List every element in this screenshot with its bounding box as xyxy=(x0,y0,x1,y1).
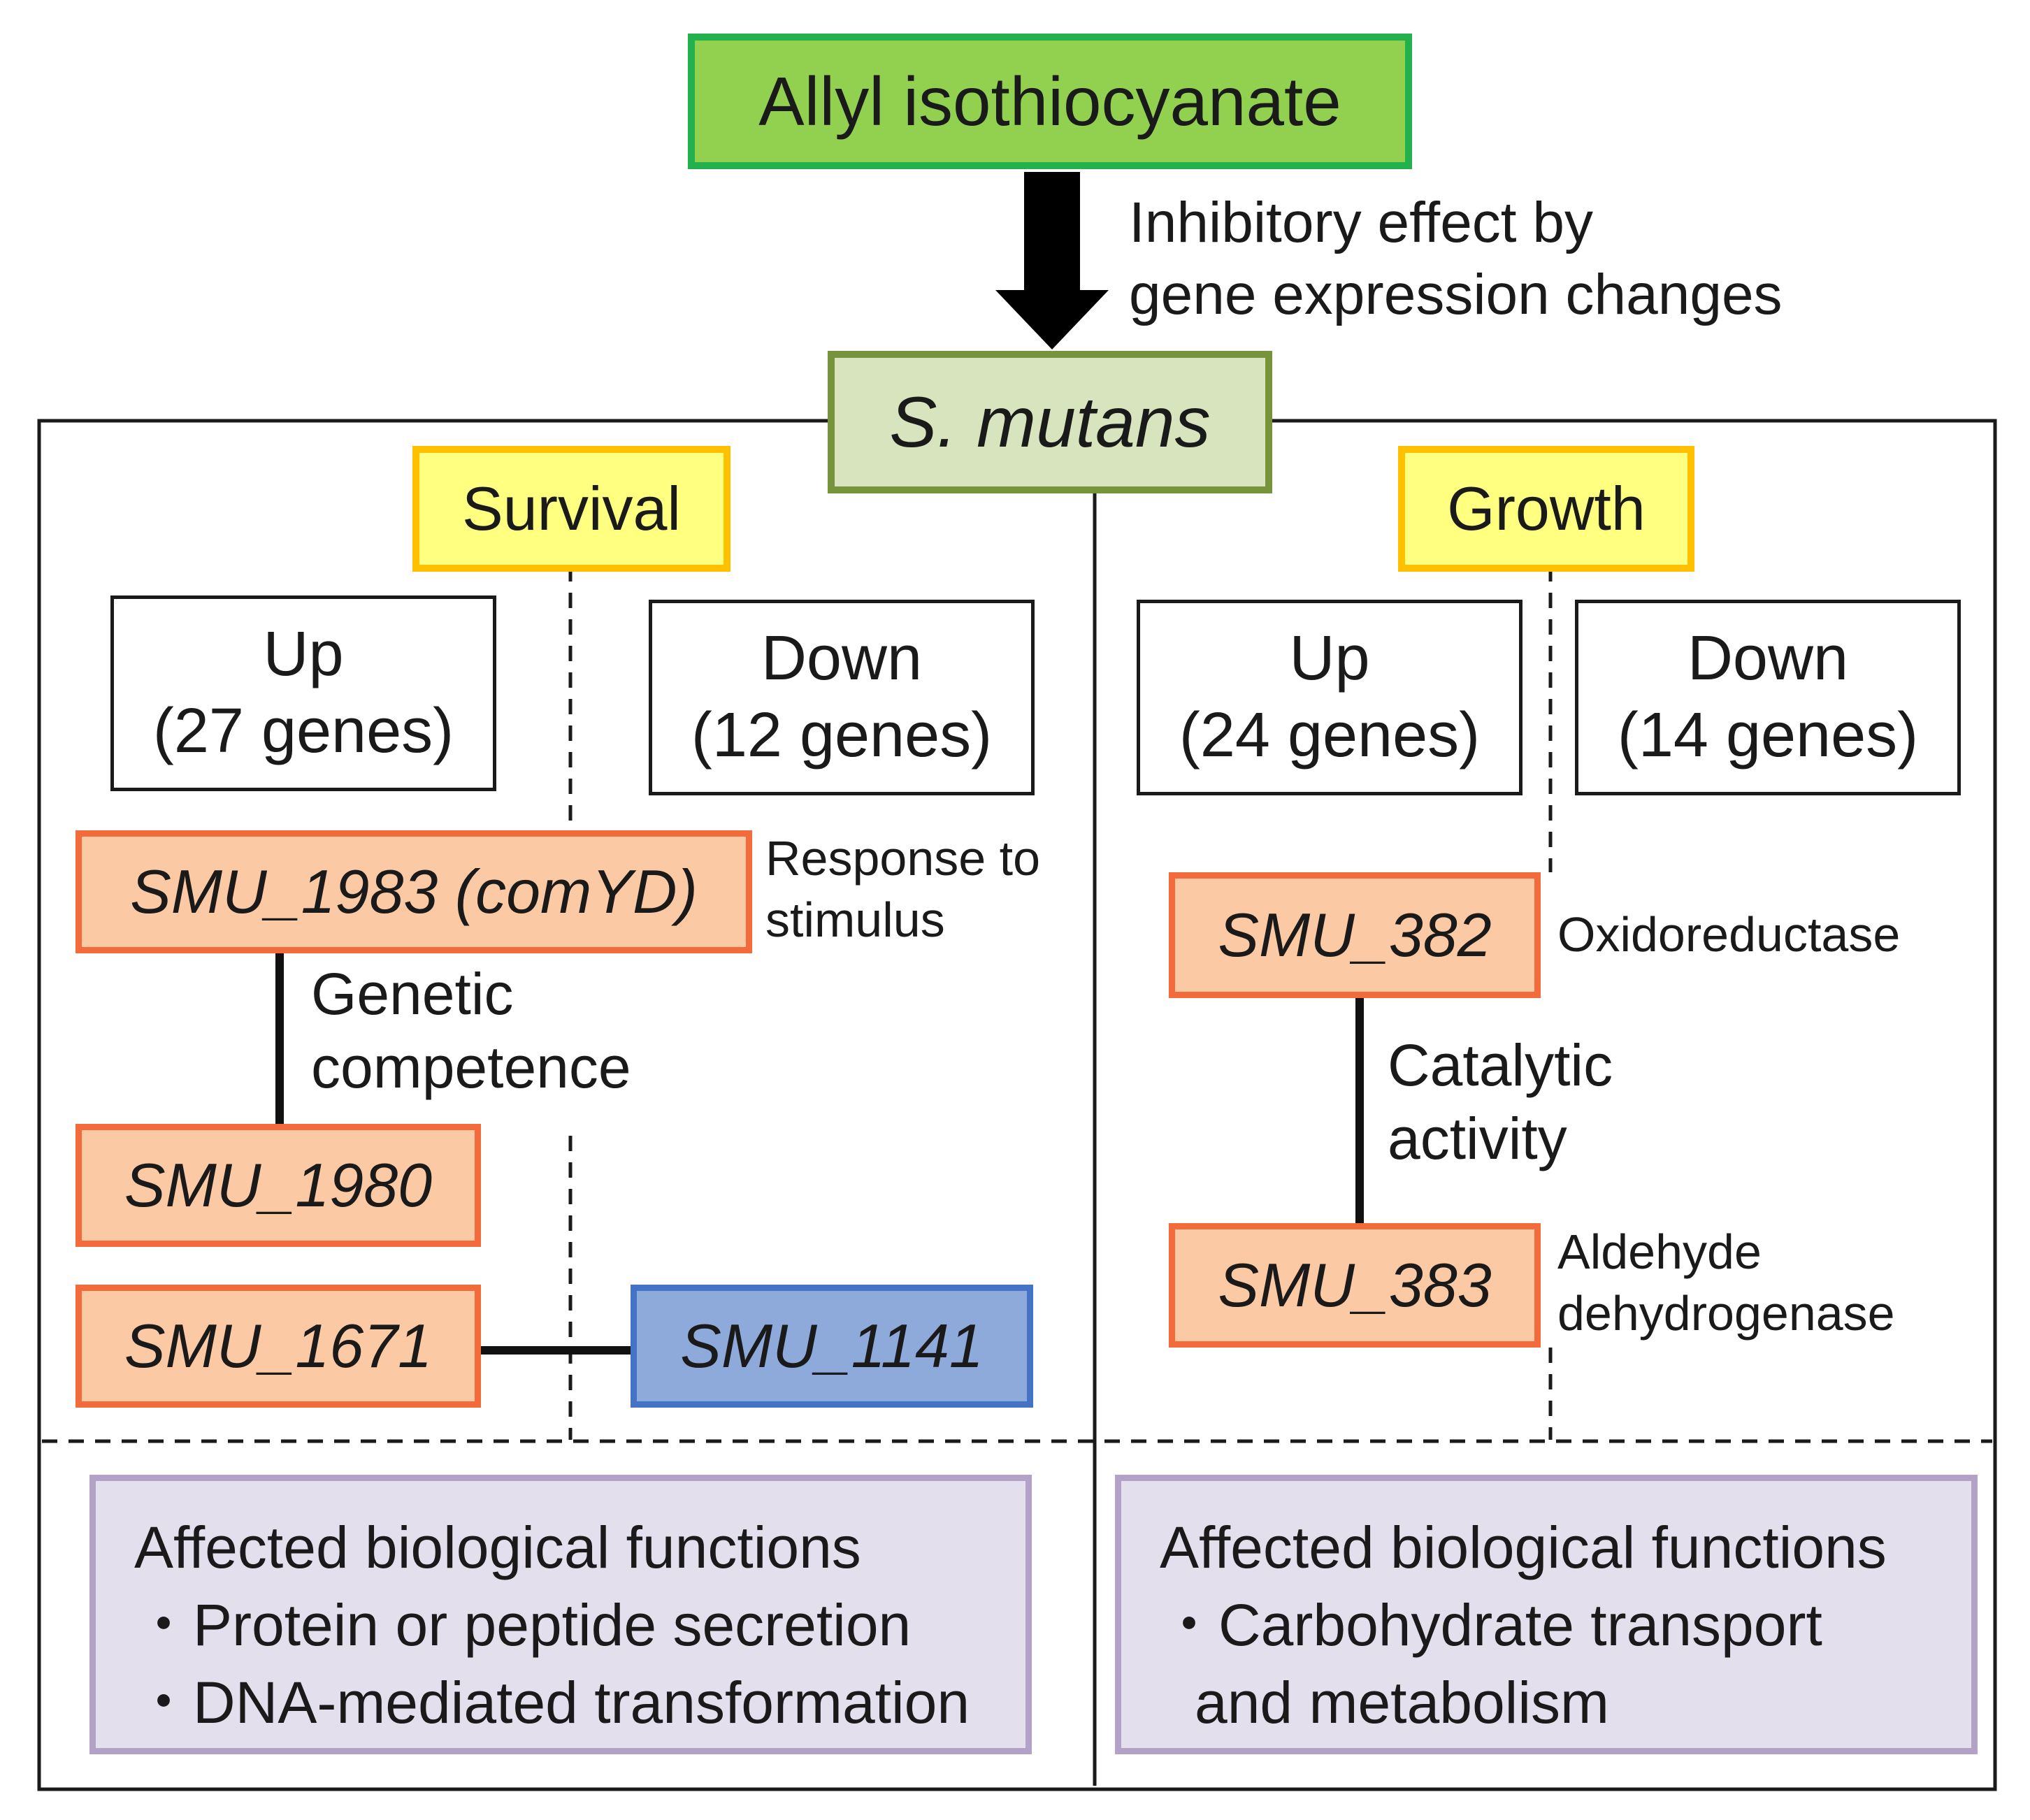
gene-smu-1671: SMU_1671 xyxy=(75,1285,481,1408)
survival-down-box: Down (12 genes) xyxy=(649,600,1035,795)
growth-up-box: Up (24 genes) xyxy=(1137,600,1522,795)
gene-smu-383-note-line2: dehydrogenase xyxy=(1557,1285,1895,1341)
survival-up-label: Up xyxy=(263,619,344,690)
inhibition-arrow xyxy=(995,172,1109,349)
gene-smu-1141: SMU_1141 xyxy=(631,1285,1033,1408)
gene-smu-383: SMU_383 xyxy=(1169,1223,1541,1348)
gene-smu-1983-label: SMU_1983 (comYD) xyxy=(130,857,698,926)
gene-smu-382: SMU_382 xyxy=(1169,872,1541,998)
organism-label: S. mutans xyxy=(889,382,1211,462)
compound-label: Allyl isothiocyanate xyxy=(758,62,1341,140)
effect-label-line2: gene expression changes xyxy=(1129,262,1783,326)
gene-smu-1980-label: SMU_1980 xyxy=(124,1150,433,1220)
effect-label: Inhibitory effect by gene expression cha… xyxy=(1129,187,1783,331)
gene-smu-1983-alias: comYD xyxy=(475,857,677,926)
growth-down-count: (14 genes) xyxy=(1617,700,1919,770)
genetic-competence-line1: Genetic xyxy=(311,961,514,1027)
gene-smu-383-label: SMU_383 xyxy=(1218,1250,1492,1320)
gene-smu-382-note: Oxidoreductase xyxy=(1557,907,1901,962)
genetic-competence-line2: competence xyxy=(311,1034,631,1100)
survival-down-label: Down xyxy=(761,623,923,694)
gene-smu-1983-note-line1: Response to xyxy=(765,831,1041,886)
growth-functions-title: Affected biological functions xyxy=(1160,1515,1887,1580)
organism-box: S. mutans xyxy=(828,351,1272,493)
survival-function-item: ・Protein or peptide secretion xyxy=(134,1591,912,1658)
gene-smu-1141-label: SMU_1141 xyxy=(680,1311,984,1380)
genetic-competence-label: Genetic competence xyxy=(311,958,631,1104)
growth-function-item: ・Carbohydrate transport xyxy=(1160,1591,1822,1658)
gene-smu-1980: SMU_1980 xyxy=(75,1124,481,1247)
survival-functions-box: Affected biological functions ・Protein o… xyxy=(89,1475,1032,1754)
growth-function-item: and metabolism xyxy=(1195,1669,1609,1735)
gene-smu-1983: SMU_1983 (comYD) xyxy=(75,830,752,953)
growth-up-count: (24 genes) xyxy=(1179,700,1481,770)
growth-down-box: Down (14 genes) xyxy=(1575,600,1961,795)
catalytic-activity-line2: activity xyxy=(1388,1106,1567,1171)
effect-label-line1: Inhibitory effect by xyxy=(1129,191,1593,254)
gene-smu-383-note: Aldehyde dehydrogenase xyxy=(1557,1222,1895,1344)
gene-smu-383-note-line1: Aldehyde xyxy=(1557,1225,1762,1279)
survival-up-box: Up (27 genes) xyxy=(110,595,496,791)
catalytic-activity-label: Catalytic activity xyxy=(1388,1029,1613,1176)
survival-down-count: (12 genes) xyxy=(691,700,993,770)
growth-box: Growth xyxy=(1398,446,1694,572)
gene-smu-382-label: SMU_382 xyxy=(1218,900,1492,969)
survival-function-item: ・DNA-mediated transformation xyxy=(134,1669,970,1735)
survival-up-count: (27 genes) xyxy=(152,696,454,766)
growth-functions-box: Affected biological functions ・Carbohydr… xyxy=(1115,1475,1978,1754)
growth-down-label: Down xyxy=(1687,623,1849,694)
gene-smu-1983-note: Response to stimulus xyxy=(765,828,1040,951)
gene-smu-1983-note-line2: stimulus xyxy=(765,892,945,947)
growth-up-label: Up xyxy=(1289,623,1370,694)
survival-label: Survival xyxy=(462,474,681,543)
compound-box: Allyl isothiocyanate xyxy=(688,34,1412,169)
growth-label: Growth xyxy=(1447,474,1646,543)
survival-functions-title: Affected biological functions xyxy=(134,1515,861,1580)
survival-box: Survival xyxy=(412,446,730,572)
catalytic-activity-line1: Catalytic xyxy=(1388,1032,1613,1098)
gene-smu-1671-label: SMU_1671 xyxy=(124,1311,433,1380)
